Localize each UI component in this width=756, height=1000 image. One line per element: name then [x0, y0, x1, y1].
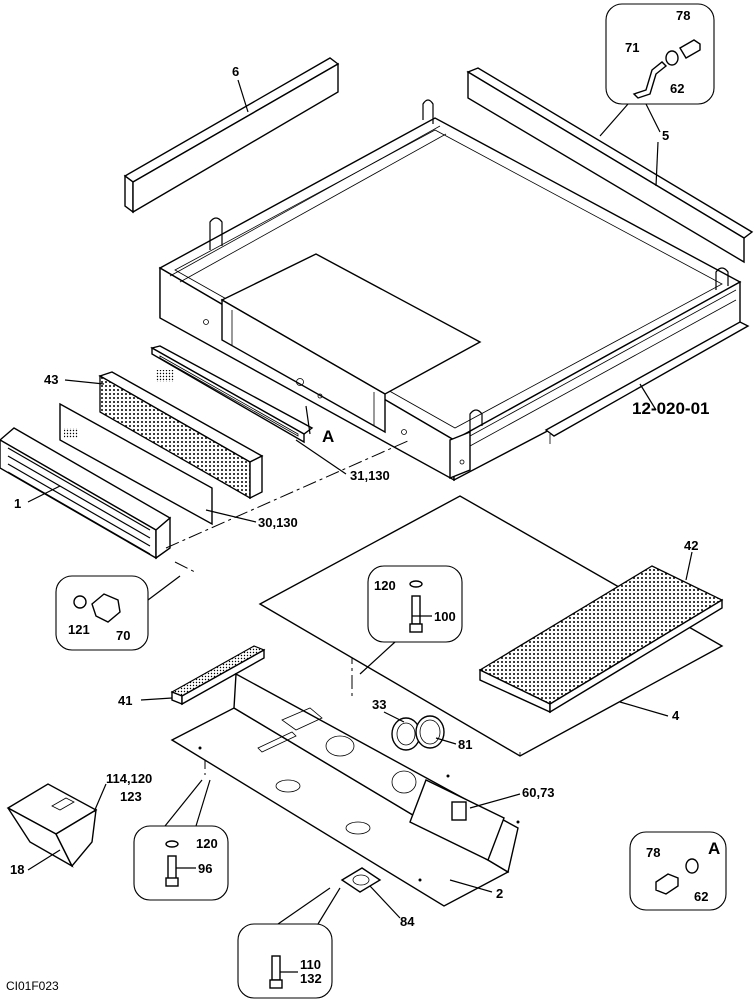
part-43-mesh-panel	[98, 371, 264, 500]
part-6-strip	[123, 57, 340, 214]
part-5-strip	[466, 67, 754, 264]
callout-4: 4	[672, 708, 680, 723]
callout-84: 84	[400, 914, 415, 929]
part-30-panel	[59, 402, 213, 526]
view-marker-a-detail: A	[708, 839, 720, 858]
callout-123: 123	[120, 789, 142, 804]
part-81-grommet	[415, 715, 445, 749]
callout-6: 6	[232, 64, 239, 79]
callout-labels: 6 5 78 71 62 43 12-020-01 A 31,130 1 30,…	[6, 8, 720, 993]
part-33-ring	[391, 717, 421, 751]
detail-bubble-bolt-110	[237, 887, 341, 999]
detail-bubble-bolt-96	[133, 779, 229, 901]
callout-70: 70	[116, 628, 130, 643]
part-2-console	[170, 672, 520, 907]
roof-frame	[158, 99, 750, 482]
part-31-frame-panel	[150, 345, 314, 444]
callout-2: 2	[496, 886, 503, 901]
callout-71: 71	[625, 40, 639, 55]
callout-31-130: 31,130	[350, 468, 390, 483]
callout-132: 132	[300, 971, 322, 986]
callout-18: 18	[10, 862, 24, 877]
callout-62-top: 62	[670, 81, 684, 96]
detail-bubble-bolt-100	[359, 565, 463, 675]
callout-42: 42	[684, 538, 698, 553]
callout-96: 96	[198, 861, 212, 876]
detail-bubble-fitting	[599, 3, 715, 137]
callout-81: 81	[458, 737, 472, 752]
callout-43: 43	[44, 372, 58, 387]
part-18-box	[6, 783, 98, 868]
callout-1: 1	[14, 496, 21, 511]
detail-bubble-view-a	[629, 831, 727, 911]
callout-78-top: 78	[676, 8, 690, 23]
part-84-plate	[340, 867, 382, 893]
part-41-strip	[170, 645, 266, 706]
detail-bubble-knob	[55, 575, 181, 651]
drawing-code: CI01F023	[6, 979, 59, 993]
part-42-mat	[478, 565, 724, 714]
callout-120-b: 120	[196, 836, 218, 851]
callout-62-a: 62	[694, 889, 708, 904]
callout-60-73: 60,73	[522, 785, 555, 800]
reference-12-020-01: 12-020-01	[632, 399, 710, 418]
view-marker-a: A	[322, 427, 334, 446]
callout-121: 121	[68, 622, 90, 637]
callout-100: 100	[434, 609, 456, 624]
part-1-grille	[0, 427, 172, 560]
callout-110: 110	[300, 957, 321, 972]
callout-30-130: 30,130	[258, 515, 298, 530]
callout-78-a: 78	[646, 845, 660, 860]
callout-120-a: 120	[374, 578, 396, 593]
part-4-sheet	[258, 495, 724, 757]
callout-114-120: 114,120	[106, 771, 152, 786]
leader-lines	[27, 79, 693, 973]
callout-41: 41	[118, 693, 132, 708]
callout-33: 33	[372, 697, 386, 712]
callout-5: 5	[662, 128, 669, 143]
